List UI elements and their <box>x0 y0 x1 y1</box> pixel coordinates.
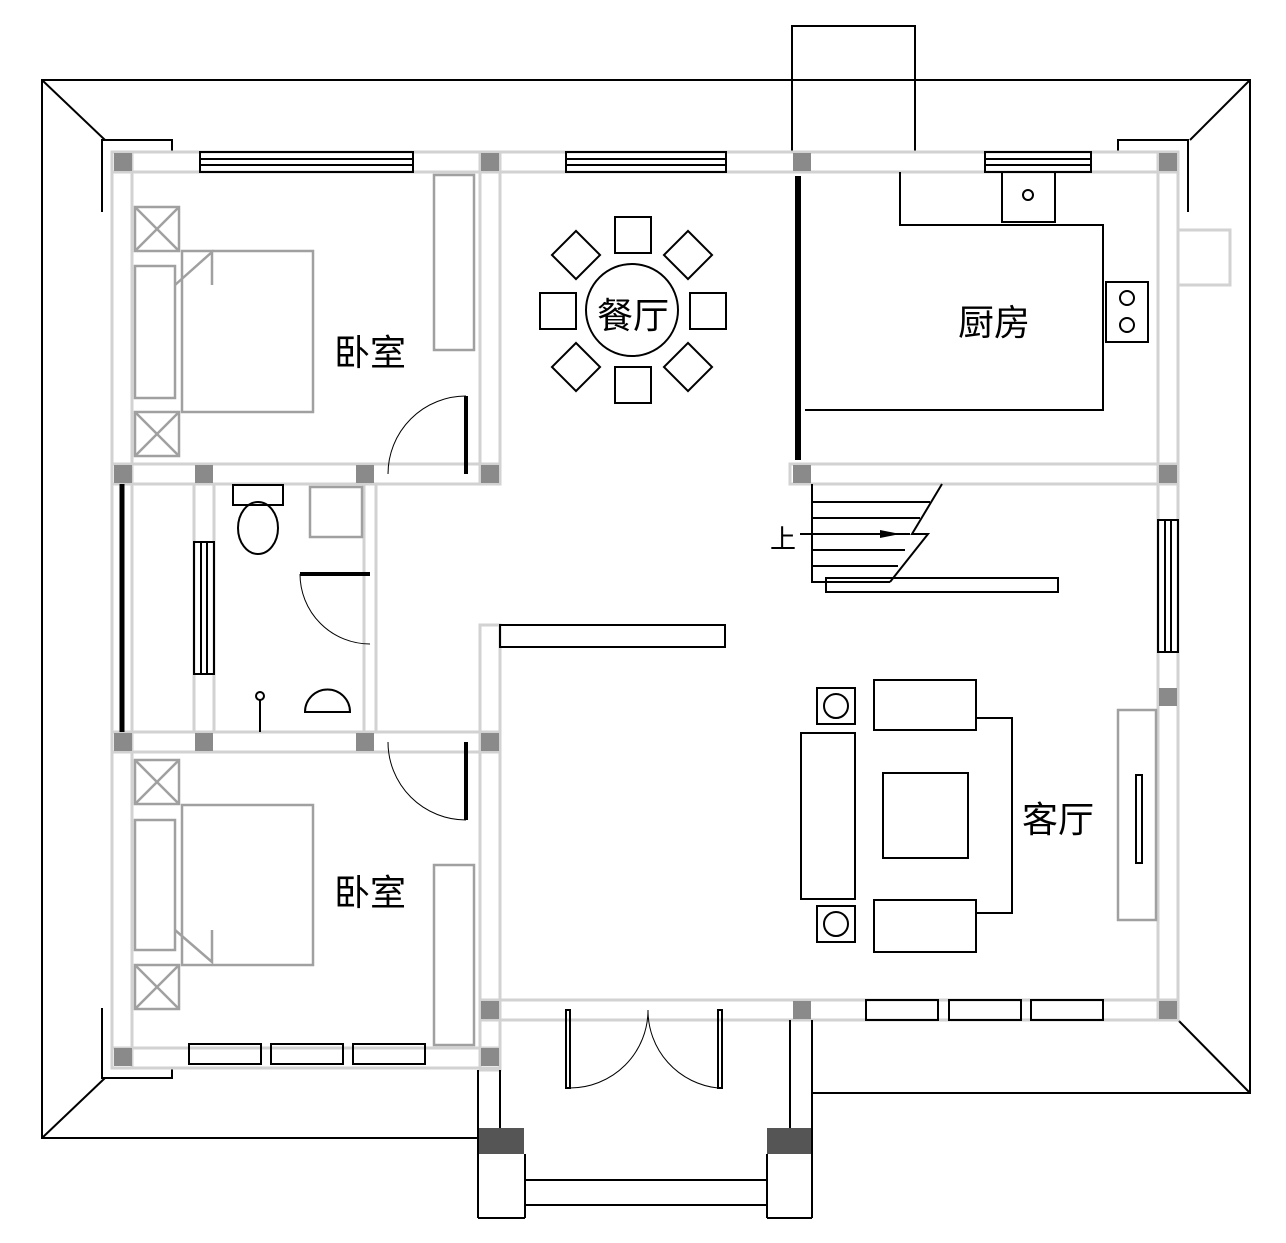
living-furniture <box>800 679 1158 953</box>
room-label-bedroom-top: 卧室 <box>334 333 406 374</box>
dining-table <box>539 216 727 404</box>
porch <box>477 1020 813 1219</box>
room-label-kitchen: 厨房 <box>958 303 1030 344</box>
bed-top <box>133 205 315 458</box>
roof-outline <box>41 79 1251 1139</box>
bed-bottom <box>133 758 315 1011</box>
walls <box>110 150 1232 1072</box>
columns <box>114 153 1177 1154</box>
wardrobe-top <box>432 173 476 352</box>
stairs-up-label: 上 <box>770 525 796 555</box>
bathroom-fixtures <box>232 484 364 732</box>
chimney <box>791 25 916 152</box>
staircase <box>800 483 1059 593</box>
room-label-bedroom-bottom: 卧室 <box>334 873 406 914</box>
wardrobe-bottom <box>432 863 476 1047</box>
room-label-living: 客厅 <box>1022 800 1094 841</box>
windows <box>119 151 1179 1065</box>
doors <box>299 395 726 1089</box>
kitchen-counter <box>805 171 1149 411</box>
room-label-dining: 餐厅 <box>597 296 669 337</box>
